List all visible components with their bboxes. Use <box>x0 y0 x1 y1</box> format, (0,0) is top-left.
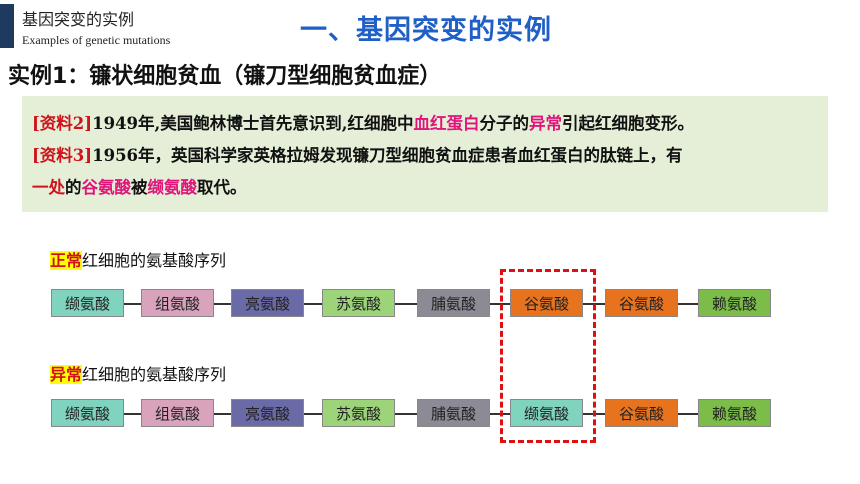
amino-acid-box: 缬氨酸 <box>51 289 124 317</box>
material-2-text-a: 1949年,美国鲍林博士首先意识到,红细胞中 <box>92 114 414 133</box>
amino-acid-box: 谷氨酸 <box>510 289 583 317</box>
peptide-bond <box>395 413 417 415</box>
peptide-bond <box>304 413 322 415</box>
abnormal-term: 异常 <box>529 114 563 133</box>
one-site-term: 一处 <box>32 178 65 197</box>
amino-acid-box: 谷氨酸 <box>605 399 678 427</box>
peptide-bond <box>214 413 231 415</box>
abnormal-tag: 异常 <box>50 365 83 384</box>
material-3-text-b: 的 <box>65 178 82 197</box>
amino-acid-box: 脯氨酸 <box>417 399 490 427</box>
abnormal-amino-acid-sequence: 缬氨酸组氨酸亮氨酸苏氨酸脯氨酸缬氨酸谷氨酸赖氨酸 <box>0 399 860 429</box>
abnormal-label-text: 红细胞的氨基酸序列 <box>82 365 227 384</box>
brand-chinese: 基因突变的实例 <box>22 10 135 29</box>
material-3-text-a: 1956年，英国科学家英格拉姆发现镰刀型细胞贫血症患者血红蛋白的肽链上，有 <box>92 146 683 165</box>
peptide-bond <box>124 303 141 305</box>
mutation-highlight-box <box>500 269 596 443</box>
header-accent-bar <box>0 4 14 48</box>
amino-acid-box: 谷氨酸 <box>605 289 678 317</box>
abnormal-sequence-label: 异常红细胞的氨基酸序列 <box>50 361 226 385</box>
section-subtitle: 实例1：镰状细胞贫血（镰刀型细胞贫血症） <box>8 64 442 89</box>
hemoglobin-term: 血红蛋白 <box>413 114 480 133</box>
material-2: [资料2]1949年,美国鲍林博士首先意识到,红细胞中血红蛋白分子的异常引起红细… <box>32 108 818 140</box>
material-2-text-b: 分子的 <box>479 114 530 133</box>
amino-acid-box: 亮氨酸 <box>231 399 304 427</box>
peptide-bond <box>678 303 698 305</box>
page-title: 一、基因突变的实例 <box>300 15 552 46</box>
material-2-text-c: 引起红细胞变形。 <box>562 114 695 133</box>
peptide-bond <box>395 303 417 305</box>
normal-tag: 正常 <box>50 251 83 270</box>
material-2-tag: [资料2] <box>32 114 93 133</box>
amino-acid-box: 组氨酸 <box>141 399 214 427</box>
valine-term: 缬氨酸 <box>147 178 198 197</box>
amino-acid-box: 脯氨酸 <box>417 289 490 317</box>
peptide-bond <box>678 413 698 415</box>
amino-acid-box: 赖氨酸 <box>698 399 771 427</box>
material-3-line-1: [资料3]1956年，英国科学家英格拉姆发现镰刀型细胞贫血症患者血红蛋白的肽链上… <box>32 140 818 172</box>
normal-amino-acid-sequence: 缬氨酸组氨酸亮氨酸苏氨酸脯氨酸谷氨酸谷氨酸赖氨酸 <box>0 289 860 319</box>
material-box: [资料2]1949年,美国鲍林博士首先意识到,红细胞中血红蛋白分子的异常引起红细… <box>22 96 828 212</box>
material-3-tag: [资料3] <box>32 146 93 165</box>
amino-acid-box: 缬氨酸 <box>510 399 583 427</box>
brand-english: Examples of genetic mutations <box>22 33 171 47</box>
material-3-text-d: 取代。 <box>197 178 247 197</box>
amino-acid-box: 苏氨酸 <box>322 399 395 427</box>
material-3-line-2: 一处的谷氨酸被缬氨酸取代。 <box>32 172 818 204</box>
peptide-bond <box>304 303 322 305</box>
amino-acid-box: 缬氨酸 <box>51 399 124 427</box>
amino-acid-box: 苏氨酸 <box>322 289 395 317</box>
glutamic-acid-term: 谷氨酸 <box>81 178 132 197</box>
material-3-text-c: 被 <box>131 178 148 197</box>
amino-acid-box: 赖氨酸 <box>698 289 771 317</box>
amino-acid-box: 组氨酸 <box>141 289 214 317</box>
normal-sequence-label: 正常红细胞的氨基酸序列 <box>50 247 226 271</box>
peptide-bond <box>214 303 231 305</box>
amino-acid-box: 亮氨酸 <box>231 289 304 317</box>
normal-label-text: 红细胞的氨基酸序列 <box>82 251 227 270</box>
peptide-bond <box>124 413 141 415</box>
